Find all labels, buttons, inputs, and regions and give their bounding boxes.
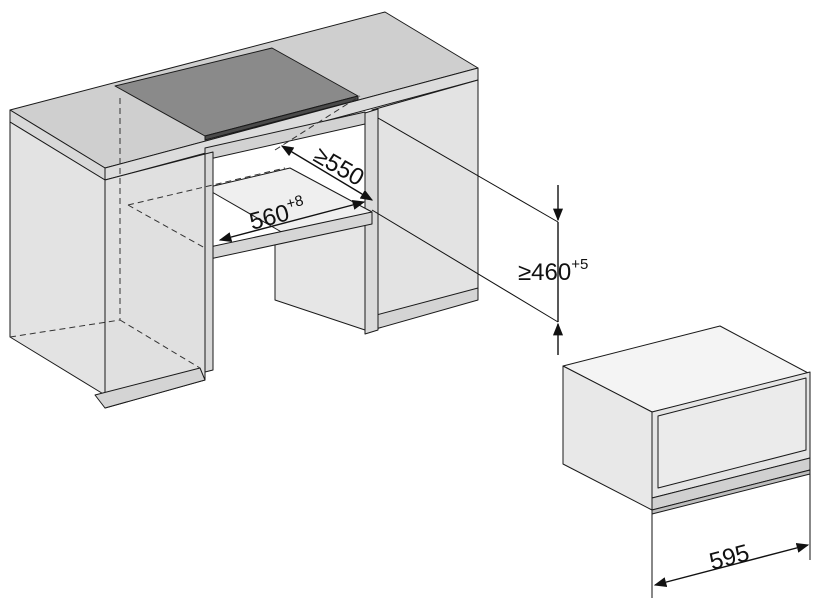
- dimension-arrows: [218, 145, 810, 588]
- cooktop-edge: [204, 95, 359, 141]
- extension-lines: [371, 117, 811, 598]
- height-label: ≥460+5: [518, 256, 588, 286]
- depth-arrow: [280, 145, 374, 201]
- appliance-width-arrow: [653, 542, 810, 588]
- opening-frame-left: [204, 151, 214, 373]
- hidden-edges: [9, 95, 361, 369]
- appliance-base: [651, 469, 811, 515]
- appliance-width-label: 595: [707, 539, 753, 575]
- appliance-front-panel: [657, 377, 807, 489]
- left-plinth: [94, 367, 206, 409]
- warming-drawer-appliance: [562, 325, 811, 515]
- right-side-panel: [371, 79, 479, 329]
- width-arrow: [218, 200, 366, 242]
- kitchen-cabinet: [9, 11, 479, 409]
